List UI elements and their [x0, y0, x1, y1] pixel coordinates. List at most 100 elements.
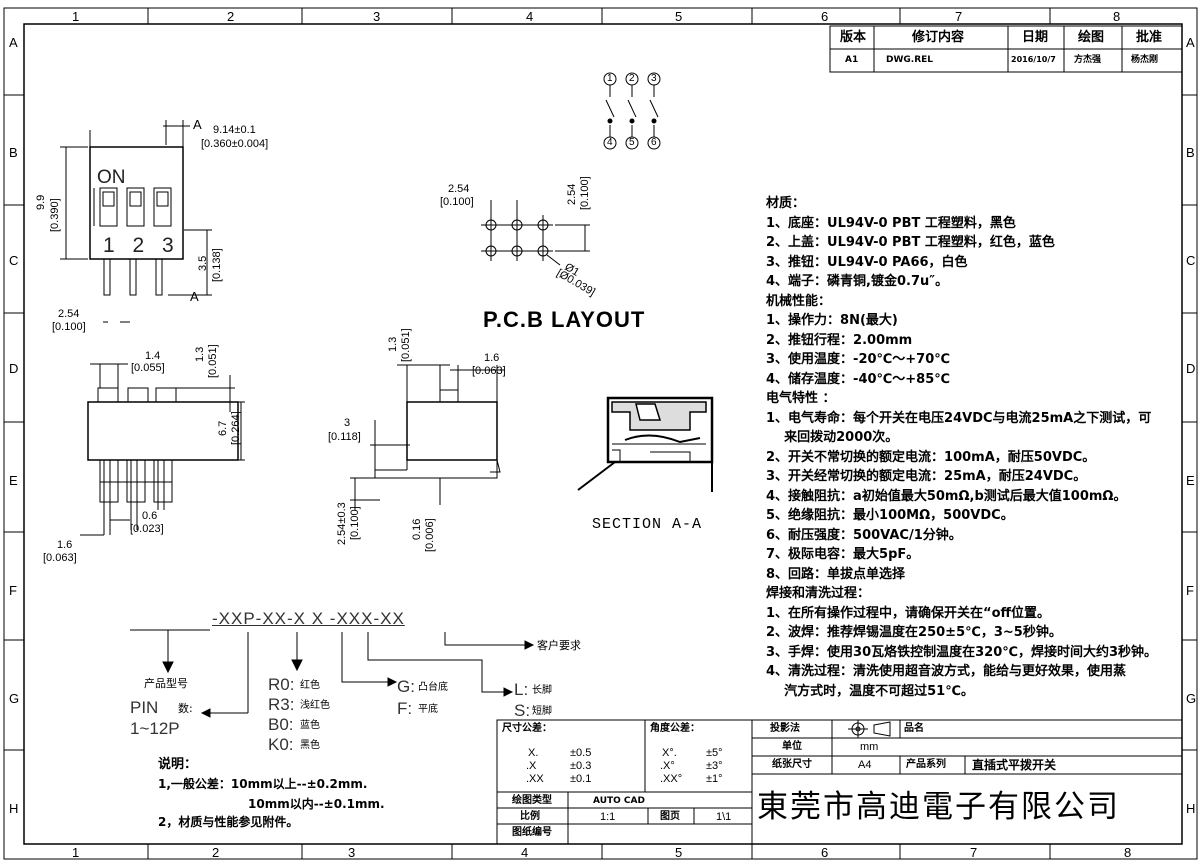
- section-label: SECTION A-A: [592, 516, 703, 533]
- row-label: D: [9, 361, 19, 376]
- product-name-label: 品名: [904, 723, 924, 734]
- base-code: G:: [397, 677, 415, 696]
- pcb-title: P.C.B LAYOUT: [483, 307, 646, 332]
- fv-dim: 1.6: [57, 539, 73, 551]
- pin-count-label: 数:: [178, 702, 193, 715]
- row-label: G: [9, 691, 20, 706]
- base-name: 平底: [418, 704, 438, 715]
- note-line: 1,一般公差：10mm以上--±0.2mm.: [158, 777, 368, 791]
- spec-line: 5、绝缘阻抗：最小100MΩ，500VDC。: [766, 508, 1014, 523]
- rev-cell: 杨杰刚: [1131, 55, 1159, 65]
- switch-numbers: 1 2 3: [103, 234, 180, 257]
- row-label: F: [9, 583, 17, 598]
- row-label: F: [1186, 583, 1194, 598]
- col-label: 2: [212, 845, 220, 860]
- row-label: G: [1186, 691, 1197, 706]
- on-label: ON: [97, 167, 126, 188]
- tol-val: ±5°: [706, 747, 723, 759]
- dim-pin-len-inch: [0.138]: [211, 248, 223, 282]
- spec-line: 1、在所有操作过程中，请确保开关在“off位置。: [766, 605, 1051, 621]
- tol-key: .X°: [660, 760, 675, 772]
- tol-key: .XX°: [660, 773, 683, 785]
- dim-height-inch: [0.390]: [49, 198, 61, 232]
- spec-line: 4、接触阻抗：a初始值最大50mΩ,b测试后最大值100mΩ。: [766, 488, 1127, 504]
- feet-name: 短脚: [532, 706, 552, 717]
- paper-value: A4: [858, 759, 872, 771]
- col-label: 1: [72, 9, 80, 24]
- row-label: H: [9, 801, 19, 816]
- sv-dim: 2.54±0.3: [336, 502, 348, 545]
- color-name: 红色: [300, 680, 320, 691]
- dim-height: 9.9: [35, 194, 47, 210]
- size-tol-label: 尺寸公差：: [502, 723, 552, 734]
- dim-width: 9.14±0.1: [213, 124, 256, 136]
- feet-code: L:: [514, 680, 529, 699]
- page-value: 1\1: [716, 811, 732, 823]
- col-label: 5: [675, 845, 683, 860]
- rev-header: 日期: [1022, 30, 1049, 45]
- spec-line: 材质：: [766, 196, 806, 211]
- customer-req-label: 客户要求: [537, 639, 581, 652]
- color-code: B0:: [268, 715, 294, 734]
- rev-header: 绘图: [1078, 30, 1105, 45]
- spec-line: 2、开关不常切换的额定电流：100mA，耐压50VDC。: [766, 449, 1096, 465]
- tol-val: ±1°: [706, 773, 723, 785]
- company-name: 東莞市高迪電子有限公司: [757, 789, 1120, 825]
- col-label: 6: [821, 9, 829, 24]
- col-label: 8: [1113, 9, 1121, 24]
- pcb-pitch-h-inch: [0.100]: [440, 196, 474, 208]
- col-label: 2: [227, 9, 235, 24]
- rev-cell: 2016/10/7: [1011, 55, 1056, 64]
- note-line: 2，材质与性能参见附件。: [158, 815, 299, 829]
- fv-dim: 1.4: [145, 350, 161, 362]
- spec-line: 3、手焊：使用30瓦烙铁控制温度在320℃，焊接时间大约3秒钟。: [766, 644, 1158, 660]
- spec-line: 4、储存温度：-40℃～+85℃: [766, 371, 950, 387]
- fv-dim: 6.7: [217, 420, 229, 436]
- spec-line: 7、极际电容：最大5pF。: [766, 547, 920, 562]
- col-label: 4: [526, 9, 534, 24]
- scale-label: 比例: [520, 811, 540, 822]
- spec-line: 1、底座：UL94V-0 PBT 工程塑料，黑色: [766, 215, 1016, 231]
- spec-line: 2、推钮行程：2.00mm: [766, 332, 913, 348]
- scale-value: 1:1: [600, 811, 616, 823]
- row-label: A: [1186, 35, 1195, 50]
- fv-dim-inch: [0.023]: [130, 523, 164, 535]
- col-label: 8: [1124, 845, 1132, 860]
- row-label: E: [9, 473, 18, 488]
- product-model-label: 产品型号: [144, 677, 188, 690]
- color-code: R0:: [268, 675, 295, 694]
- series-value: 直插式平拨开关: [972, 758, 1057, 772]
- feet-code: S:: [514, 701, 531, 720]
- sv-dim: 1.3: [387, 336, 399, 352]
- spec-line: 3、使用温度：-20℃～+70℃: [766, 352, 950, 367]
- pin-number: 3: [651, 73, 657, 84]
- projection-label: 投影法: [770, 723, 800, 734]
- spec-line: 4、清洗过程：清洗使用超音波方式，能给与更好效果，使用蒸: [766, 664, 1127, 679]
- pin-label: PIN: [130, 698, 159, 717]
- row-label: B: [1186, 145, 1195, 160]
- spec-line: 汽方式时，温度不可超过51℃。: [766, 683, 974, 699]
- color-name: 蓝色: [300, 720, 320, 731]
- tol-val: ±3°: [706, 760, 723, 772]
- fv-dim-inch: [0.063]: [43, 552, 77, 564]
- dim-pitch-inch: [0.100]: [52, 321, 86, 333]
- rev-cell: DWG.REL: [886, 55, 934, 65]
- color-name: 黑色: [300, 740, 320, 751]
- spec-line: 4、端子：磷青铜,镀金0.7u″。: [766, 274, 949, 289]
- drawing-no-label: 图纸编号: [512, 827, 552, 838]
- fv-dim: 1.3: [194, 346, 206, 362]
- unit-label: 单位: [782, 741, 802, 752]
- color-code: K0:: [268, 735, 294, 754]
- sv-dim-inch: [0.006]: [424, 518, 436, 552]
- col-label: 7: [955, 9, 963, 24]
- row-label: D: [1186, 361, 1196, 376]
- pin-range: 1~12P: [130, 719, 180, 738]
- rev-header: 版本: [840, 30, 867, 45]
- sv-dim-inch: [0.063]: [472, 365, 506, 377]
- unit-value: mm: [860, 741, 879, 753]
- rev-cell: 方杰强: [1074, 55, 1102, 65]
- row-label: C: [9, 253, 19, 268]
- base-name: 凸台底: [418, 682, 448, 693]
- spec-line: 机械性能：: [766, 293, 832, 309]
